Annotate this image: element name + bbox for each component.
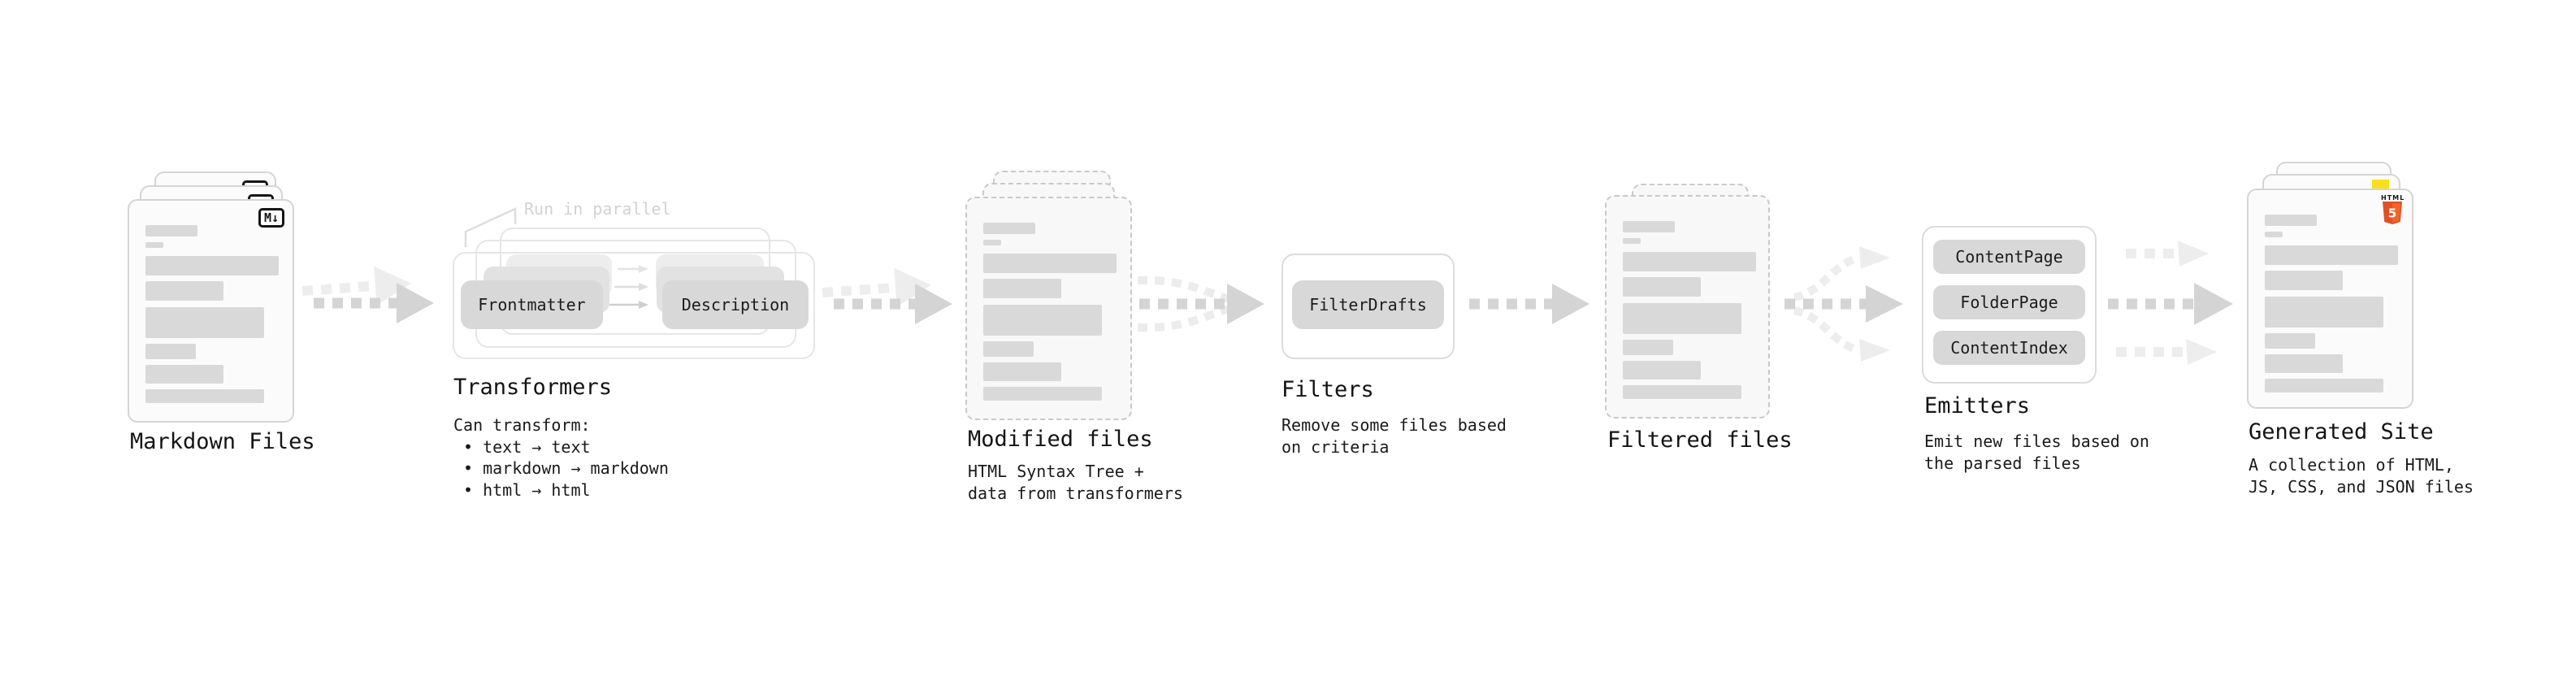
content-bar [145, 256, 279, 275]
content-bar [1623, 221, 1675, 232]
transformer-card-front [453, 252, 815, 359]
arrow-filtered-to-emitters [1785, 246, 1903, 362]
stage-markdown-files: M↓ M↓ M↓ Markdown Files [128, 161, 331, 462]
stage-label-filters: Filters [1281, 377, 1374, 402]
contentindex-node: ContentIndex [1933, 331, 2085, 365]
generated-description: A collection of HTML, JS, CSS, and JSON … [2249, 454, 2474, 497]
html5-icon-word: HTML [2381, 194, 2405, 202]
stage-transformers: Run in parallel Frontmatter Description … [453, 195, 851, 504]
arrow-markdown-to-transformers [301, 266, 434, 323]
description-line: • text → text [463, 436, 591, 457]
content-bar [1623, 340, 1673, 355]
content-bar [145, 389, 264, 403]
stage-modified-files: Modified files HTML Syntax Tree + data f… [965, 167, 1183, 508]
content-bar [145, 365, 223, 384]
description-line: on criteria [1281, 436, 1390, 457]
content-bar [983, 254, 1117, 273]
html5-shield-icon: 5 [2382, 202, 2402, 224]
content-bar [145, 281, 223, 301]
svg-text:5: 5 [2387, 206, 2396, 221]
content-bar [983, 362, 1061, 381]
content-bar [2265, 232, 2283, 237]
stage-filters: FilterDrafts Filters Remove some files b… [1281, 254, 1517, 465]
content-bar [983, 341, 1034, 357]
modified-file-card [965, 197, 1132, 420]
stage-label-modified-files: Modified files [968, 427, 1153, 452]
content-bar [983, 240, 1001, 245]
content-bar [983, 305, 1102, 336]
description-line: Can transform: [453, 415, 591, 435]
content-bar [2265, 271, 2343, 290]
description-line: the parsed files [1924, 453, 2081, 473]
description-line: Emit new files based on [1924, 432, 2149, 451]
description-line: Remove some files based [1281, 415, 1507, 435]
stage-label-filtered-files: Filtered files [1607, 427, 1793, 453]
content-bar [145, 242, 163, 248]
frontmatter-node: Frontmatter [461, 280, 603, 329]
content-bar [983, 387, 1102, 401]
content-bar [2265, 245, 2398, 265]
content-bar [1623, 303, 1741, 334]
run-in-parallel-connector [464, 207, 517, 247]
description-line: • markdown → markdown [463, 458, 669, 478]
content-bar [2265, 297, 2383, 327]
content-bar [2265, 215, 2317, 226]
description-line: data from transformers [968, 483, 1183, 503]
arrow-filters-to-filtered [1469, 284, 1589, 324]
content-bar [1623, 385, 1741, 399]
stage-generated-site: CSS HTML 5 Generated [2247, 162, 2491, 503]
arrow-transformers-to-modified [822, 267, 952, 324]
stage-label-generated-site: Generated Site [2249, 419, 2434, 445]
description-line: A collection of HTML, [2249, 455, 2454, 475]
content-bar [983, 223, 1035, 234]
content-bar [1623, 238, 1641, 244]
arrow-modified-to-filters [1137, 275, 1264, 332]
content-bar [145, 225, 197, 236]
stage-filtered-files: Filtered files [1605, 180, 1800, 465]
stage-label-emitters: Emitters [1924, 393, 2031, 419]
emitters-description: Emit new files based on the parsed files [1924, 431, 2149, 474]
content-bar [1623, 361, 1701, 380]
stage-label-transformers: Transformers [453, 375, 613, 400]
arrow-emitters-to-generated [2108, 241, 2233, 365]
markdown-icon: M↓ [258, 208, 284, 228]
filtered-file-card [1605, 195, 1770, 419]
filterdrafts-node: FilterDrafts [1292, 280, 1444, 329]
description-line: • html → html [463, 479, 591, 500]
description-node: Description [662, 280, 809, 329]
description-line: JS, CSS, and JSON files [2249, 476, 2474, 497]
content-bar [145, 307, 264, 338]
content-bar [1623, 252, 1756, 271]
transform-arrows [609, 265, 648, 309]
content-bar [2265, 333, 2315, 349]
folderpage-node: FolderPage [1933, 285, 2085, 319]
filters-description: Remove some files based on criteria [1281, 414, 1507, 458]
content-bar [983, 279, 1061, 298]
content-bar [2265, 379, 2383, 393]
markdown-file-card: M↓ [128, 199, 294, 423]
modified-description: HTML Syntax Tree + data from transformer… [968, 461, 1183, 504]
content-bar [145, 344, 196, 359]
content-bar [1623, 277, 1701, 297]
stage-label-markdown-files: Markdown Files [130, 429, 315, 454]
contentpage-node: ContentPage [1933, 240, 2085, 274]
run-in-parallel-annotation: Run in parallel [524, 199, 671, 219]
generated-file-card-html: HTML 5 [2247, 189, 2413, 409]
content-bar [2265, 354, 2343, 373]
stage-emitters: ContentPage FolderPage ContentIndex Emit… [1922, 226, 2166, 478]
description-line: HTML Syntax Tree + [968, 462, 1144, 481]
transformers-description: Can transform: • text → text • markdown … [453, 414, 669, 501]
html5-icon: HTML 5 [2381, 194, 2405, 228]
